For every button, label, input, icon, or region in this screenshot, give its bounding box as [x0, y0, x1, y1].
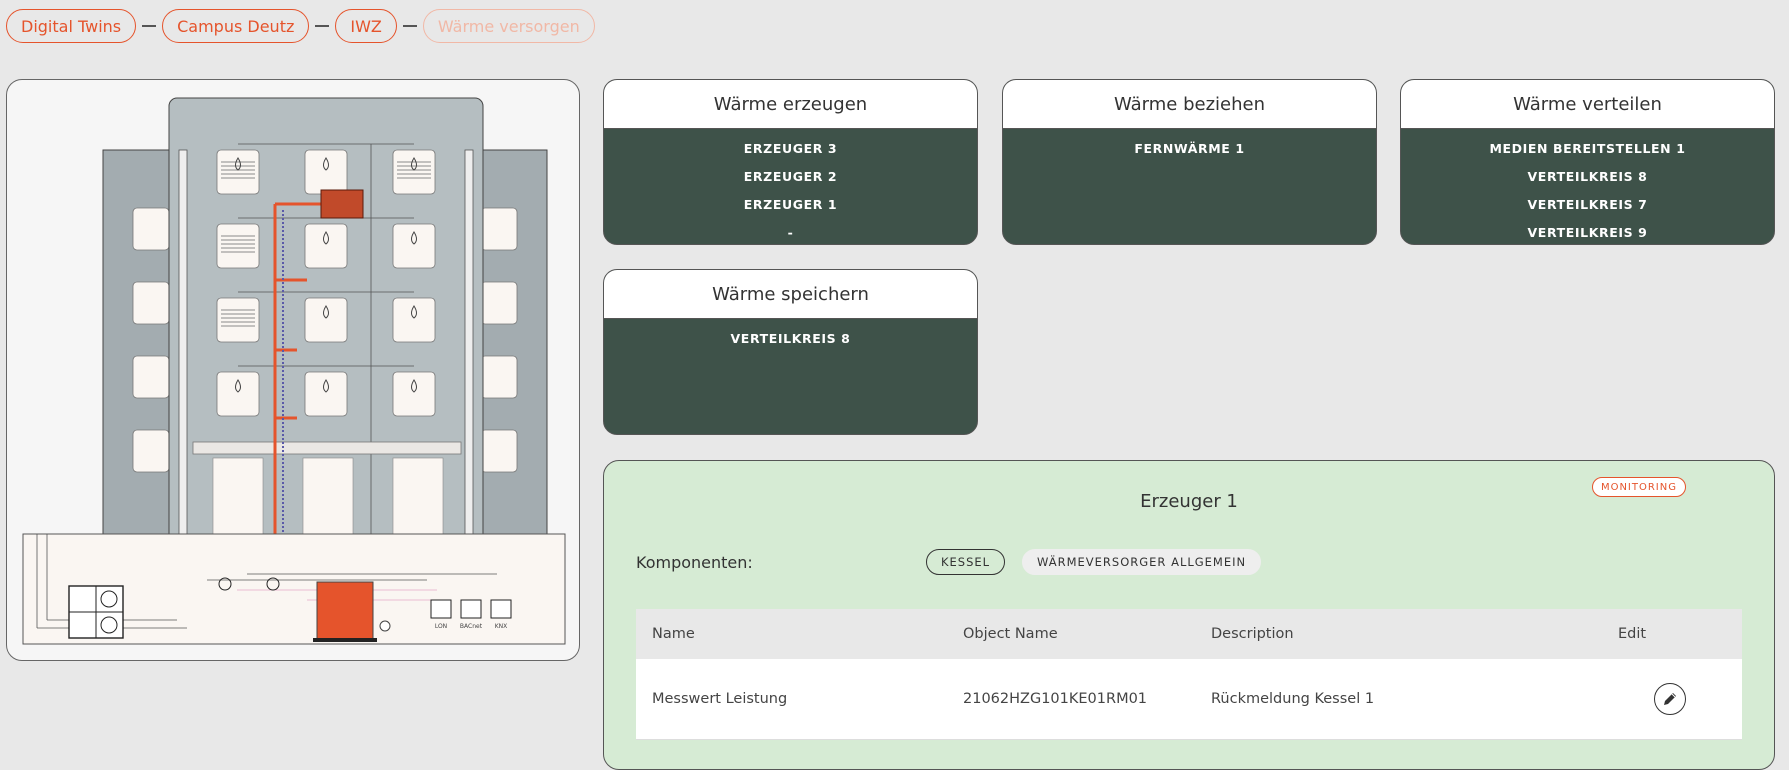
card-title-waerme-erzeugen: Wärme erzeugen [604, 80, 977, 129]
card-item-verteilkreis-8[interactable]: VERTEILKREIS 8 [730, 331, 851, 346]
card-title-waerme-verteilen: Wärme verteilen [1401, 80, 1774, 129]
header-edit: Edit [1618, 626, 1647, 642]
header-object-name: Object Name [963, 626, 1058, 642]
table-row: Messwert Leistung 21062HZG101KE01RM01 Rü… [636, 659, 1742, 740]
card-waerme-speichern: Wärme speichern VERTEILKREIS 8 [603, 269, 978, 435]
card-list-waerme-erzeugen: ERZEUGER 3 ERZEUGER 2 ERZEUGER 1 - [604, 129, 977, 244]
breadcrumb-waerme-versorgen: Wärme versorgen [422, 9, 595, 43]
card-item-erzeuger-2[interactable]: ERZEUGER 2 [743, 169, 838, 184]
breadcrumb-iwz[interactable]: IWZ [335, 9, 397, 43]
card-item-placeholder[interactable]: - [787, 225, 794, 240]
cell-name: Messwert Leistung [652, 691, 788, 707]
breadcrumb-campus-deutz[interactable]: Campus Deutz [162, 9, 310, 43]
chip-waermeversorger-allgemein[interactable]: WÄRMEVERSORGER ALLGEMEIN [1022, 549, 1262, 575]
card-item-verteilkreis-7[interactable]: VERTEILKREIS 7 [1527, 197, 1648, 212]
detail-title: Erzeuger 1 [1140, 491, 1238, 512]
card-waerme-verteilen: Wärme verteilen MEDIEN BEREITSTELLEN 1 V… [1400, 79, 1775, 245]
card-waerme-erzeugen: Wärme erzeugen ERZEUGER 3 ERZEUGER 2 ERZ… [603, 79, 978, 245]
table-header: Name Object Name Description Edit [636, 609, 1742, 659]
card-item-erzeuger-3[interactable]: ERZEUGER 3 [743, 141, 838, 156]
card-item-verteilkreis-9[interactable]: VERTEILKREIS 9 [1527, 225, 1648, 240]
protocol-label-lon: LON [435, 623, 447, 630]
edit-button[interactable] [1654, 683, 1686, 715]
card-title-waerme-beziehen: Wärme beziehen [1003, 80, 1376, 129]
chip-kessel[interactable]: KESSEL [926, 549, 1006, 575]
header-description: Description [1211, 626, 1294, 642]
cell-object-name: 21062HZG101KE01RM01 [963, 691, 1148, 707]
card-list-waerme-speichern: VERTEILKREIS 8 [604, 319, 977, 353]
card-waerme-beziehen: Wärme beziehen FERNWÄRME 1 [1002, 79, 1377, 245]
building-illustration: LON BACnet KNX [22, 97, 566, 645]
breadcrumb-separator [402, 25, 417, 27]
card-list-waerme-beziehen: FERNWÄRME 1 [1003, 129, 1376, 163]
data-points-table: Name Object Name Description Edit Messwe… [636, 609, 1742, 740]
breadcrumb-digital-twins[interactable]: Digital Twins [6, 9, 137, 43]
breadcrumb: Digital Twins Campus Deutz IWZ Wärme ver… [6, 9, 595, 43]
card-item-medien-bereitstellen-1[interactable]: MEDIEN BEREITSTELLEN 1 [1489, 141, 1686, 156]
detail-panel: Erzeuger 1 MONITORING Komponenten: KESSE… [603, 460, 1775, 770]
building-diagram-panel: LON BACnet KNX [6, 79, 580, 661]
protocol-label-knx: KNX [495, 623, 508, 630]
cell-description: Rückmeldung Kessel 1 [1211, 691, 1375, 707]
card-list-waerme-verteilen: MEDIEN BEREITSTELLEN 1 VERTEILKREIS 8 VE… [1401, 129, 1774, 244]
components-label: Komponenten: [636, 553, 753, 572]
card-item-verteilkreis-8[interactable]: VERTEILKREIS 8 [1527, 169, 1648, 184]
protocol-label-bacnet: BACnet [460, 623, 483, 630]
breadcrumb-separator [142, 25, 157, 27]
pencil-icon [1664, 693, 1676, 705]
card-item-fernwaerme-1[interactable]: FERNWÄRME 1 [1134, 141, 1245, 156]
breadcrumb-separator [315, 25, 330, 27]
card-title-waerme-speichern: Wärme speichern [604, 270, 977, 319]
header-name: Name [652, 626, 695, 642]
monitoring-badge[interactable]: MONITORING [1591, 477, 1686, 497]
card-item-erzeuger-1[interactable]: ERZEUGER 1 [743, 197, 838, 212]
